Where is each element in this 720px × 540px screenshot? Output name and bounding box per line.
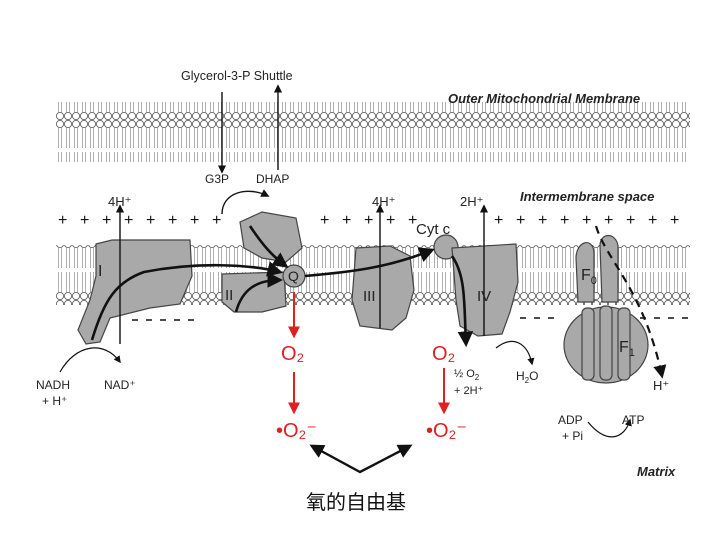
svg-text:+: + xyxy=(670,212,679,229)
complex-i-label: I xyxy=(98,263,102,280)
shuttle-title: Glycerol-3-P Shuttle xyxy=(181,69,293,83)
svg-text:+: + xyxy=(58,212,67,229)
proton-label-i: 4H⁺ xyxy=(108,194,131,209)
svg-text:+: + xyxy=(386,212,395,229)
complex-iii xyxy=(351,245,415,331)
complex-i xyxy=(77,239,193,345)
svg-text:+: + xyxy=(560,212,569,229)
nadh-arrow xyxy=(59,347,121,373)
complex-iv-label: IV xyxy=(477,288,491,305)
svg-text:+: + xyxy=(342,212,351,229)
svg-text:+: + xyxy=(648,212,657,229)
q-label: Q xyxy=(288,268,299,284)
svg-text:+: + xyxy=(538,212,547,229)
caption: 氧的自由基 xyxy=(306,490,406,514)
half-o2-label: ½ O2 xyxy=(454,368,480,382)
minus-charges xyxy=(132,317,688,321)
shuttle-enzyme xyxy=(239,211,303,263)
svg-text:+: + xyxy=(146,212,155,229)
svg-text:+: + xyxy=(102,212,111,229)
caption-pointer xyxy=(309,444,413,474)
two-h-label: + 2H⁺ xyxy=(454,385,484,397)
matrix-label: Matrix xyxy=(637,464,676,479)
water-label: H2O xyxy=(516,369,538,385)
svg-text:+: + xyxy=(124,212,133,229)
svg-text:+: + xyxy=(494,212,503,229)
svg-text:+: + xyxy=(626,212,635,229)
proton-label-iii: 4H⁺ xyxy=(372,194,395,209)
superoxide-right: •O₂⁻ xyxy=(426,420,467,442)
svg-text:+: + xyxy=(582,212,591,229)
outer-membrane xyxy=(56,102,690,162)
svg-text:+: + xyxy=(212,212,221,229)
pi-label: + Pi xyxy=(562,429,583,443)
intermembrane-label: Intermembrane space xyxy=(520,189,654,204)
proton-label-atp: H⁺ xyxy=(653,378,669,393)
electron-pathway xyxy=(90,225,474,348)
nad-label: NAD⁺ xyxy=(104,378,136,392)
svg-text:+: + xyxy=(190,212,199,229)
complex-iii-label: III xyxy=(363,288,376,305)
atp-label: ATP xyxy=(622,413,644,427)
atp-proton-flow xyxy=(594,225,667,379)
complex-ii-label: II xyxy=(225,287,233,304)
f0-label: F0 xyxy=(581,267,597,287)
atp-arrow xyxy=(587,418,632,438)
complex-iv xyxy=(451,243,519,337)
svg-text:+: + xyxy=(604,212,613,229)
dhap-label: DHAP xyxy=(256,172,289,186)
superoxide-left: •O₂⁻ xyxy=(276,420,317,442)
svg-text:+: + xyxy=(80,212,89,229)
atp-synthase xyxy=(563,234,649,384)
svg-text:+: + xyxy=(320,212,329,229)
o2-left: O₂ xyxy=(281,343,304,365)
svg-text:+: + xyxy=(364,212,373,229)
proton-label-iv: 2H⁺ xyxy=(460,194,483,209)
cytc-label: Cyt c xyxy=(416,221,451,238)
nadh-h-label: + H⁺ xyxy=(42,394,67,408)
water-arrow xyxy=(495,341,535,366)
outer-membrane-label: Outer Mitochondrial Membrane xyxy=(448,91,640,106)
adp-label: ADP xyxy=(558,413,583,427)
o2-right: O₂ xyxy=(432,343,455,365)
nadh-label: NADH xyxy=(36,378,70,392)
svg-text:+: + xyxy=(168,212,177,229)
svg-text:+: + xyxy=(516,212,525,229)
svg-text:+: + xyxy=(408,212,417,229)
plus-charges: + + + + + + + + + + + + + + + + + + + + + + xyxy=(58,212,679,229)
f1-label: F1 xyxy=(619,339,635,359)
g3p-label: G3P xyxy=(205,172,229,186)
